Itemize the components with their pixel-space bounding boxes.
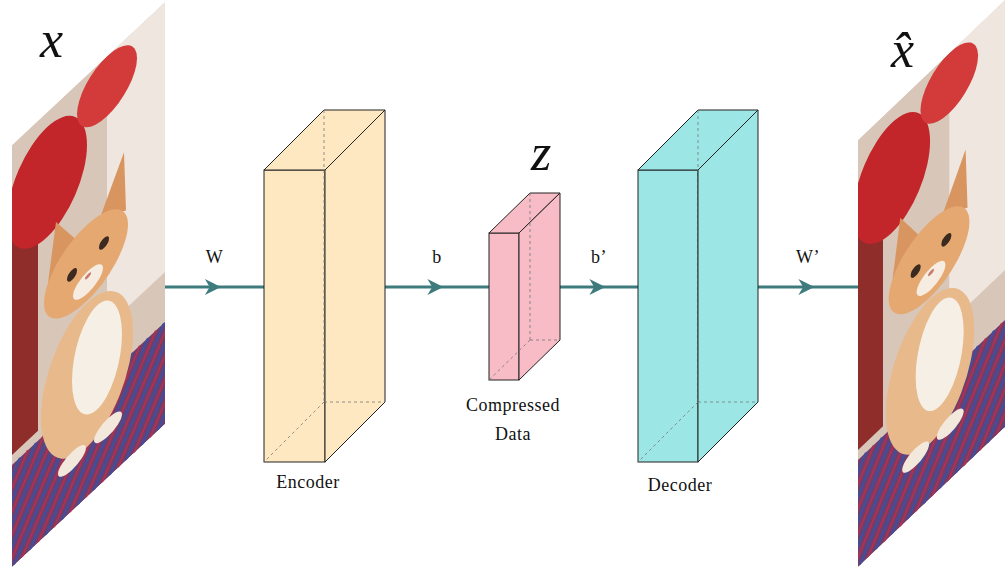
flow-arrow	[385, 286, 489, 289]
cuboid-front	[638, 170, 698, 462]
cuboid-side	[519, 193, 560, 380]
cuboid-side	[325, 110, 385, 462]
edge-label: b’	[591, 248, 607, 266]
photo-skew	[788, 0, 1005, 571]
edge-label: b	[432, 248, 442, 266]
node-shape	[264, 110, 385, 462]
latent-symbol: z	[511, 127, 571, 179]
cuboid-side	[698, 110, 758, 462]
latent-block: zCompressed Data	[489, 193, 560, 380]
cat-nose	[85, 271, 91, 281]
cat-eye	[99, 233, 109, 252]
node-shape	[489, 193, 560, 380]
kitten-photo	[12, 2, 165, 567]
output-image: x̂	[858, 0, 1005, 571]
cat-paw	[902, 435, 929, 479]
photo-cushion	[77, 28, 137, 144]
cat-muzzle	[73, 257, 103, 307]
hidden-edge	[638, 402, 698, 462]
edge-label: W	[206, 248, 224, 266]
hidden-edge	[698, 402, 758, 403]
hidden-edge	[530, 340, 560, 341]
flow-arrow	[165, 286, 264, 289]
hidden-edge	[324, 110, 325, 402]
hidden-edge	[698, 110, 699, 402]
cat-head	[44, 187, 128, 342]
edge-label: W’	[796, 248, 820, 266]
node-shape	[638, 110, 758, 462]
photo-stripe	[996, 262, 1005, 436]
photo-stripe	[150, 271, 165, 438]
block-label: Compressed Data	[455, 391, 571, 449]
input-symbol: x	[40, 14, 100, 66]
cat-paw	[937, 402, 964, 446]
cat-muzzle	[917, 254, 946, 303]
hidden-edge	[489, 340, 530, 380]
hidden-edge	[324, 402, 385, 403]
cuboid-front	[489, 233, 519, 380]
cat-head	[889, 184, 970, 337]
photo-stripe	[158, 263, 165, 430]
cat-eye	[67, 265, 77, 284]
cuboid-front	[264, 170, 325, 462]
photo-skew	[0, 0, 324, 571]
hidden-edge	[264, 402, 324, 462]
output-symbol: x̂	[891, 24, 951, 76]
encoder-block: Encoder	[264, 110, 385, 462]
flow-arrow	[560, 286, 638, 289]
photo-stripe	[1004, 254, 1005, 428]
block-label: Decoder	[620, 476, 740, 494]
photo-cushion	[920, 26, 978, 141]
hidden-edge	[530, 193, 531, 340]
cat-nose	[928, 268, 934, 278]
block-label: Encoder	[248, 473, 368, 491]
flow-arrow	[758, 286, 858, 289]
kitten-photo	[858, 0, 1005, 567]
input-image: x	[12, 0, 165, 571]
cat-paw	[94, 405, 122, 449]
node-shape	[12, 0, 165, 571]
decoder-block: Decoder	[638, 110, 758, 462]
node-shape	[858, 0, 1005, 571]
cat-eye	[911, 261, 921, 281]
cat-eye	[941, 230, 951, 250]
cat-paw	[58, 439, 86, 483]
